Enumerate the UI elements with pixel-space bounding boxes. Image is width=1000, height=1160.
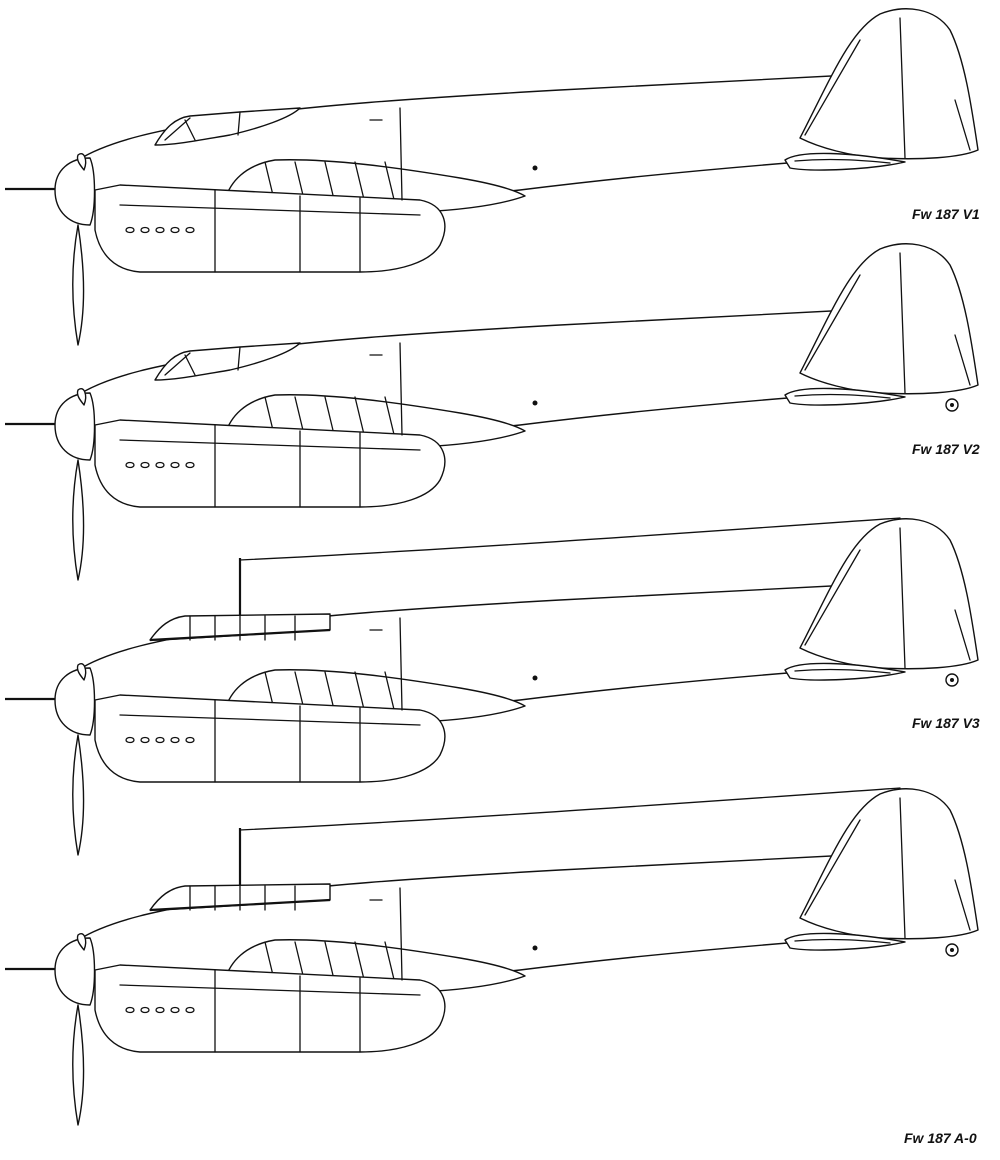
canopy xyxy=(154,342,301,381)
aircraft-profile-v2 xyxy=(5,243,979,581)
propeller-blade xyxy=(72,459,85,581)
propeller-blade xyxy=(72,1004,85,1126)
caption-a0: Fw 187 A-0 xyxy=(904,1130,977,1146)
tailplane xyxy=(784,932,906,951)
antenna-wire xyxy=(239,517,901,561)
caption-v1: Fw 187 V1 xyxy=(912,206,980,222)
spinner xyxy=(54,392,96,461)
tailplane xyxy=(784,152,906,171)
aircraft-profile-a0 xyxy=(5,787,979,1126)
aircraft-profile-v1 xyxy=(5,8,979,346)
spinner xyxy=(54,157,96,226)
fin-rudder xyxy=(799,788,979,940)
antenna-wire xyxy=(239,787,901,831)
fin-rudder xyxy=(799,8,979,160)
fin-rudder xyxy=(799,243,979,395)
tailplane xyxy=(784,662,906,681)
caption-v3: Fw 187 V3 xyxy=(912,715,980,731)
spinner xyxy=(54,667,96,736)
tailplane xyxy=(784,387,906,406)
canopy xyxy=(154,107,301,146)
propeller-blade xyxy=(72,734,85,856)
propeller-blade xyxy=(72,224,85,346)
aircraft-profile-v3 xyxy=(5,517,979,856)
fin-rudder xyxy=(799,518,979,670)
caption-v2: Fw 187 V2 xyxy=(912,441,980,457)
spinner xyxy=(54,937,96,1006)
